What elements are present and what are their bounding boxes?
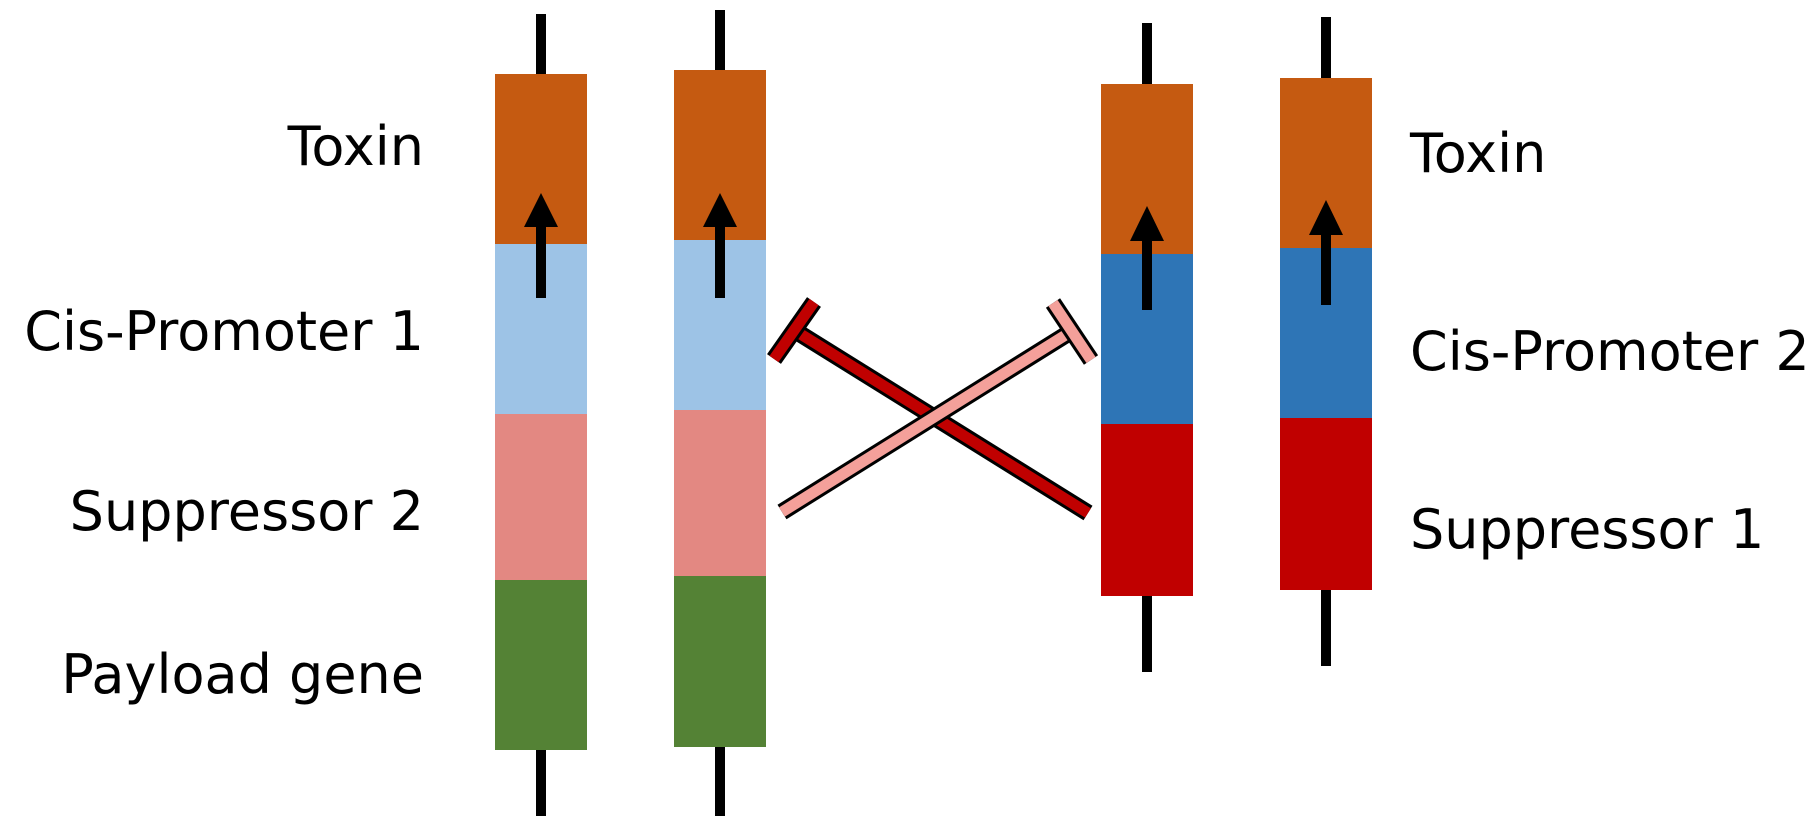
label-toxin-right: Toxin [1409, 122, 1546, 185]
label-suppressor-1: Suppressor 1 [1410, 498, 1764, 561]
chromosome-right-a [1101, 23, 1193, 672]
label-cis-promoter-1: Cis-Promoter 1 [24, 300, 424, 363]
chromosome-right-b [1280, 17, 1372, 666]
suppressor-2-block [495, 414, 587, 580]
label-cis-promoter-2: Cis-Promoter 2 [1410, 320, 1810, 383]
payload-gene-block [674, 576, 766, 747]
suppressor-2-block [674, 410, 766, 576]
label-toxin-left: Toxin [287, 115, 424, 178]
chromosome-left-b [674, 10, 766, 816]
t-bar-inhibition-icon [777, 298, 1099, 520]
payload-gene-block [495, 580, 587, 750]
up-arrow-icon [1130, 206, 1164, 310]
suppressor-1-block [1101, 424, 1193, 596]
up-arrow-icon [524, 193, 558, 298]
chromosome-left-a [495, 14, 587, 816]
label-payload-gene: Payload gene [61, 643, 424, 706]
up-arrow-icon [703, 193, 737, 298]
label-suppressor-2: Suppressor 2 [70, 480, 424, 543]
up-arrow-icon [1309, 200, 1343, 305]
suppressor-1-block [1280, 418, 1372, 590]
